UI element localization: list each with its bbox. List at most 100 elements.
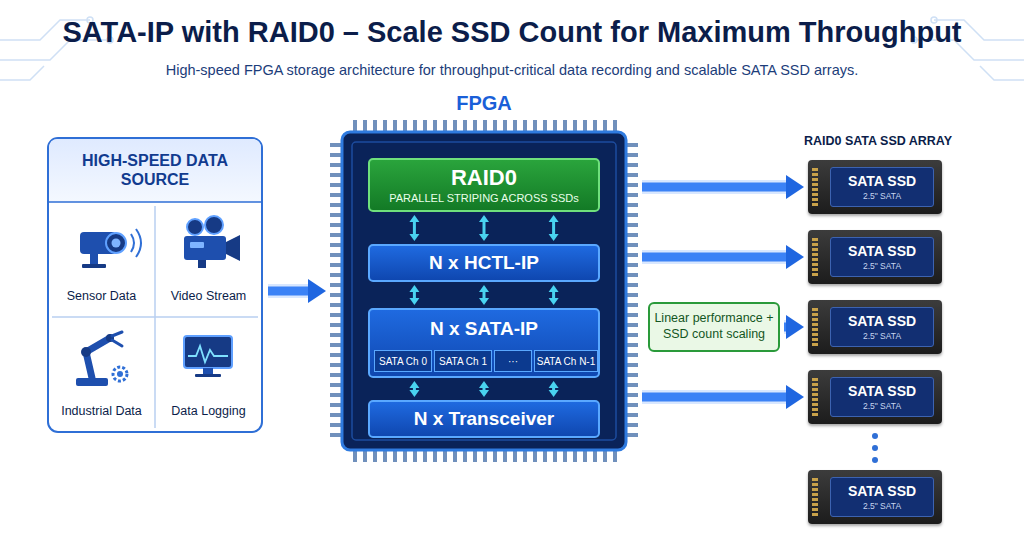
panel-heading: HIGH-SPEED DATA SOURCE bbox=[80, 151, 230, 189]
ssd-drive: SATA SSD 2.5" SATA bbox=[808, 370, 942, 424]
arrow-head bbox=[308, 279, 326, 303]
ssd-form-factor: 2.5" SATA bbox=[863, 401, 901, 411]
arrow-shaft bbox=[552, 221, 555, 236]
bus-arrow bbox=[409, 215, 419, 241]
arrow-head bbox=[549, 381, 559, 388]
arrow-head bbox=[786, 315, 804, 339]
source-cell: Industrial Data bbox=[48, 317, 155, 432]
panel-header: HIGH-SPEED DATA SOURCE bbox=[48, 138, 262, 202]
bus-arrow bbox=[549, 215, 559, 241]
ssd-title: SATA SSD bbox=[848, 173, 916, 189]
diagram-title: SATA-IP with RAID0 – Scale SSD Count for… bbox=[8, 16, 1016, 49]
fpga-chip bbox=[330, 120, 638, 462]
arrow-shaft bbox=[413, 221, 416, 236]
chip-heading: FPGA bbox=[342, 92, 626, 115]
arrow-head bbox=[549, 298, 559, 305]
arrow-head bbox=[786, 175, 804, 199]
data-source-panel: HIGH-SPEED DATA SOURCE Sensor Data Video S… bbox=[48, 138, 262, 432]
arrow-head bbox=[549, 234, 559, 241]
ssd-title: SATA SSD bbox=[848, 313, 916, 329]
video-camera-icon bbox=[184, 216, 240, 268]
bus-arrow bbox=[409, 285, 419, 305]
arrow-head bbox=[479, 215, 489, 222]
channel-label: SATA Ch 1 bbox=[439, 356, 487, 367]
block-title: RAID0 bbox=[451, 166, 517, 189]
block-title: N x SATA-IP bbox=[370, 318, 598, 340]
arrow-glow bbox=[642, 250, 790, 264]
ssd-label-plate: SATA SSD 2.5" SATA bbox=[830, 307, 934, 347]
robot-arm-icon bbox=[76, 332, 127, 386]
data-source-panel bbox=[48, 138, 262, 432]
ssd-form-factor: 2.5" SATA bbox=[863, 261, 901, 271]
arrow-head bbox=[549, 285, 559, 292]
block-title: N x Transceiver bbox=[414, 408, 554, 430]
arrow-head bbox=[409, 298, 419, 305]
bus-arrow bbox=[479, 381, 489, 397]
sata-ip-block: N x SATA-IP SATA Ch 0 SATA Ch 1 ··· SATA Ch … bbox=[368, 308, 600, 378]
source-label: Sensor Data bbox=[67, 289, 136, 303]
data-flow-arrow bbox=[642, 245, 804, 269]
block-subtitle: PARALLEL STRIPING ACROSS SSDs bbox=[389, 192, 579, 204]
arrow-head bbox=[549, 215, 559, 222]
ssd-title: SATA SSD bbox=[848, 243, 916, 259]
ssd-drive: SATA SSD 2.5" SATA bbox=[808, 160, 942, 214]
fpga-chip: FPGARAID0PARALLEL STRIPING ACROSS SSDsN … bbox=[342, 132, 626, 450]
arrow-head bbox=[549, 390, 559, 397]
block-title: N x HCTL-IP bbox=[429, 252, 539, 274]
arrow-shaft bbox=[642, 393, 790, 402]
ssd-form-factor: 2.5" SATA bbox=[863, 501, 901, 511]
callout-text: Linear performance + SSD count scaling bbox=[654, 311, 774, 342]
raid0-block: RAID0PARALLEL STRIPING ACROSS SSDs bbox=[368, 158, 600, 212]
source-label: Data Logging bbox=[171, 404, 245, 418]
data-flow-arrow bbox=[784, 315, 804, 339]
ssd-drive: SATA SSD 2.5" SATA bbox=[808, 230, 942, 284]
arrow-shaft bbox=[483, 221, 486, 236]
array-label: RAID0 SATA SSD ARRAY bbox=[780, 134, 976, 148]
channel-label: SATA Ch 0 bbox=[379, 356, 427, 367]
arrow-head bbox=[409, 381, 419, 388]
source-cell: Data Logging bbox=[155, 317, 262, 432]
bus-arrow bbox=[409, 381, 419, 397]
arrow-head bbox=[786, 385, 804, 409]
arrow-glow bbox=[642, 390, 790, 404]
source-label: Industrial Data bbox=[61, 404, 142, 418]
arrow-head bbox=[409, 215, 419, 222]
arrow-glow bbox=[642, 180, 790, 194]
arrow-glow bbox=[268, 284, 312, 298]
arrow-shaft bbox=[642, 253, 790, 262]
arrow-head bbox=[786, 245, 804, 269]
transceiver-block: N x Transceiver bbox=[368, 400, 600, 438]
data-flow-arrow bbox=[268, 279, 326, 303]
sensor-icon bbox=[80, 229, 141, 268]
arrow-head bbox=[479, 234, 489, 241]
sata-channel: ··· bbox=[494, 350, 532, 372]
ssd-form-factor: 2.5" SATA bbox=[863, 191, 901, 201]
data-flow-arrow bbox=[642, 385, 804, 409]
arrow-head bbox=[479, 381, 489, 388]
ssd-title: SATA SSD bbox=[848, 383, 916, 399]
arrow-head bbox=[479, 298, 489, 305]
diagram-caption: High-speed FPGA storage architecture for… bbox=[8, 62, 1016, 78]
arrow-head bbox=[409, 390, 419, 397]
data-flow-arrow bbox=[642, 175, 804, 199]
hctl-block: N x HCTL-IP bbox=[368, 244, 600, 282]
ssd-label-plate: SATA SSD 2.5" SATA bbox=[830, 237, 934, 277]
monitor-icon bbox=[184, 336, 232, 377]
arrow-head bbox=[479, 390, 489, 397]
sata-channel: SATA Ch 0 bbox=[374, 350, 432, 372]
scaling-callout: Linear performance + SSD count scaling bbox=[648, 302, 780, 352]
ssd-label-plate: SATA SSD2.5" SATA bbox=[830, 477, 934, 517]
ssd-label-plate: SATA SSD 2.5" SATA bbox=[830, 167, 934, 207]
channel-label: SATA Ch N-1 bbox=[537, 356, 596, 367]
ssd-drive: SATA SSD 2.5" SATA bbox=[808, 300, 942, 354]
ssd-more-dots bbox=[872, 433, 878, 463]
source-label: Video Stream bbox=[171, 289, 247, 303]
ssd-drive: SATA SSD2.5" SATA bbox=[808, 470, 942, 524]
ssd-label-plate: SATA SSD 2.5" SATA bbox=[830, 377, 934, 417]
ssd-form-factor: 2.5" SATA bbox=[863, 331, 901, 341]
arrow-head bbox=[409, 285, 419, 292]
arrow-shaft bbox=[642, 183, 790, 192]
channel-label: ··· bbox=[508, 356, 518, 367]
source-cell: Sensor Data bbox=[48, 202, 155, 317]
